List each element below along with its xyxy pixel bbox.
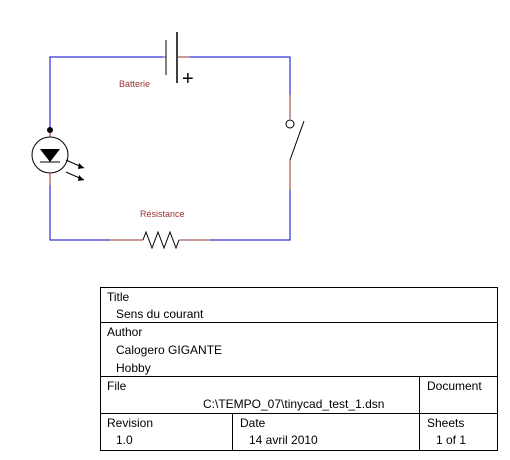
author-label: Author <box>107 325 143 339</box>
wire-bottom-left <box>49 185 110 241</box>
file-label: File <box>107 379 127 393</box>
sheets-value: 1 of 1 <box>436 433 467 447</box>
date-value: 14 avril 2010 <box>249 433 318 447</box>
title-value: Sens du courant <box>116 307 204 321</box>
wire-right-bottom <box>210 190 291 241</box>
title-block-divider-2 <box>100 376 498 377</box>
led <box>31 127 85 185</box>
title-block-border-bottom <box>100 450 498 451</box>
wires <box>49 56 291 241</box>
battery: + Batterie <box>119 32 194 90</box>
title-block-border-top <box>100 287 498 288</box>
title-label: Title <box>107 290 130 304</box>
led-emission-arrowhead-2 <box>78 175 84 181</box>
wire-top-left <box>49 56 163 130</box>
revision-value: 1.0 <box>116 433 133 447</box>
wire-top-right <box>190 56 291 95</box>
switch-contact <box>285 119 295 129</box>
file-value: C:\TEMPO_07\tinycad_test_1.dsn <box>203 397 385 411</box>
date-label: Date <box>240 416 266 430</box>
resistor-label: Résistance <box>140 209 185 219</box>
organization-value: Hobby <box>116 361 151 375</box>
resistor-zigzag <box>142 230 180 250</box>
author-value: Calogero GIGANTE <box>116 343 223 357</box>
revision-label: Revision <box>107 416 154 430</box>
circuit-schematic: + Batterie Résistance <box>31 32 305 250</box>
led-emission-arrowhead-1 <box>78 163 84 169</box>
switch-lever <box>289 120 305 161</box>
switch <box>285 95 305 190</box>
title-block-divider-1 <box>100 322 498 323</box>
led-junction-dot <box>47 127 53 133</box>
sheets-label: Sheets <box>427 416 465 430</box>
title-block-border-left <box>100 287 101 451</box>
document-label: Document <box>427 379 482 393</box>
led-diode-triangle <box>40 149 60 162</box>
title-block-vdivider-document <box>419 376 420 451</box>
battery-polarity-symbol: + <box>182 68 194 90</box>
battery-label: Batterie <box>119 79 150 89</box>
resistor: Résistance <box>110 209 210 250</box>
title-block-divider-3 <box>100 413 498 414</box>
title-block-vdivider-date <box>232 413 233 451</box>
title-block-border-right <box>497 287 498 451</box>
